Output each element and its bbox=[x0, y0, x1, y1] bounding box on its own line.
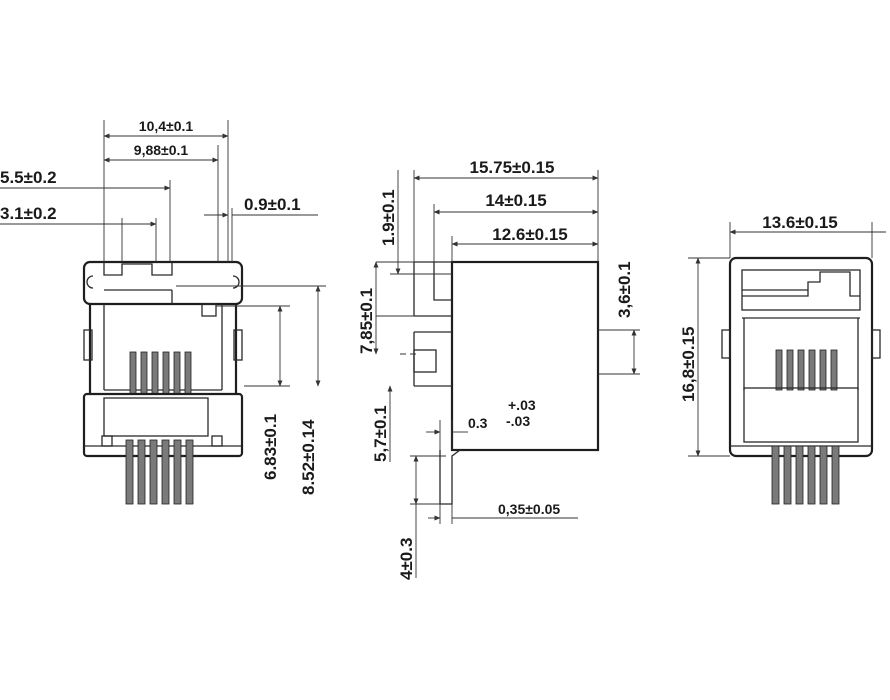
front-left-notch bbox=[86, 275, 94, 289]
front-left-side-lug bbox=[83, 329, 93, 361]
front-latch-opening bbox=[103, 262, 173, 276]
rear-upper-contacts bbox=[775, 349, 838, 391]
front-view: 10,4±0.1 9,88±0.1 5.5±0.2 3.1±0.2 0.9±0.… bbox=[0, 118, 326, 505]
front-right-side-lug bbox=[233, 329, 243, 361]
rear-dim-height-label: 16,8±0.15 bbox=[679, 326, 698, 402]
side-dim-top-step-label: 1.9±0.1 bbox=[379, 189, 398, 246]
side-dim-tol-plus: +.03 bbox=[508, 397, 536, 413]
rear-right-lug bbox=[871, 329, 881, 359]
rear-lower-leads bbox=[771, 445, 840, 505]
side-dim-length-overall-label: 15.75±0.15 bbox=[470, 158, 555, 177]
side-dim-lower-height-label: 5,7±0.1 bbox=[371, 405, 390, 462]
front-upper-contacts bbox=[129, 351, 192, 395]
front-tab bbox=[201, 303, 217, 317]
front-dim-left-offset-inner-label: 3.1±0.2 bbox=[0, 204, 57, 223]
side-dim-upper-height-label: 7,85±0.1 bbox=[357, 288, 376, 354]
front-dim-rib-label: 0.9±0.1 bbox=[244, 195, 301, 214]
front-dim-inner-width-label: 9,88±0.1 bbox=[134, 142, 189, 158]
side-lead bbox=[439, 449, 461, 505]
front-lower-window bbox=[103, 397, 209, 437]
front-dim-height-inner-label: 6.83±0.1 bbox=[261, 414, 280, 480]
rear-view: 13.6±0.15 16,8±0.15 bbox=[679, 213, 886, 505]
front-dim-left-offset-outer-label: 5.5±0.2 bbox=[0, 168, 57, 187]
front-dim-overall-width-label: 10,4±0.1 bbox=[139, 118, 194, 134]
side-top-step bbox=[414, 261, 453, 301]
side-dim-pin-thickness-label: 0,35±0.05 bbox=[498, 501, 560, 517]
front-lower-leads bbox=[125, 439, 194, 505]
side-view: 15.75±0.15 14±0.15 12.6±0.15 1.9±0.1 7,8… bbox=[357, 158, 640, 580]
side-main-body bbox=[450, 260, 600, 452]
rear-left-lug bbox=[721, 329, 731, 359]
side-dim-slot-height-label: 3,6±0.1 bbox=[615, 261, 634, 318]
side-dim-tol-minus: -.03 bbox=[506, 413, 530, 429]
front-dim-height-overall-label: 8.52±0.14 bbox=[299, 419, 318, 495]
side-dim-pin-width-label: 0.3 bbox=[468, 415, 488, 431]
rear-dim-width-label: 13.6±0.15 bbox=[762, 213, 838, 232]
rear-lower-block bbox=[743, 387, 859, 443]
side-dim-length-inner-label: 12.6±0.15 bbox=[492, 225, 568, 244]
front-right-notch bbox=[232, 275, 240, 289]
front-upper-housing bbox=[82, 260, 244, 306]
side-slot bbox=[413, 349, 437, 373]
side-dim-pin-length-label: 4±0.3 bbox=[397, 538, 416, 580]
side-dim-length-mid-label: 14±0.15 bbox=[485, 191, 546, 210]
